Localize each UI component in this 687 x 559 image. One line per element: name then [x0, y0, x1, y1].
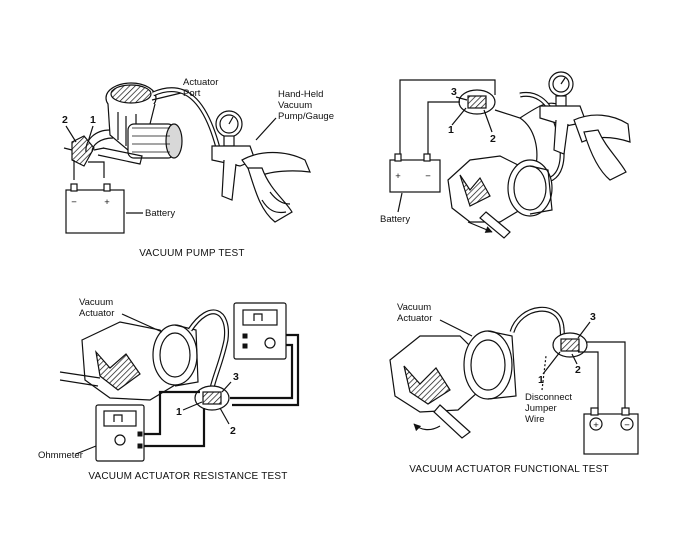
terminal-1-label: 1 [448, 124, 454, 136]
vacuum-actuator-illustration [105, 82, 183, 159]
terminal-3-label: 3 [590, 311, 596, 323]
hand-held-vacuum-pump-illustration [539, 71, 631, 181]
battery-3: + − [583, 407, 639, 455]
terminal-1-label: 1 [538, 374, 544, 386]
hand-held-vacuum-pump-illustration [211, 110, 311, 223]
terminal-3-label: 3 [451, 86, 457, 98]
battery-label: Battery [145, 208, 175, 219]
panel-resistance-test: Vacuum Actuator 3 1 2 [38, 297, 300, 482]
actuator-assembly-illustration [389, 330, 517, 439]
actuator-assembly-illustration [447, 155, 553, 239]
functional-test-caption: VACUUM ACTUATOR FUNCTIONAL TEST [409, 464, 609, 475]
actuator-assembly-illustration [59, 321, 199, 401]
panel-vacuum-pump-test: − + Battery 2 1 Actuator Port Hand-Held … [62, 77, 334, 259]
vacuum-pump-test-caption: VACUUM PUMP TEST [139, 248, 244, 259]
terminal-2-label: 2 [575, 364, 581, 376]
multimeter-top [233, 302, 287, 360]
vacuum-actuator-label-line1: Vacuum [397, 302, 431, 313]
battery-plus-symbol: + [395, 171, 401, 182]
battery-minus-symbol: − [624, 420, 630, 431]
actuator-port-label-line1: Actuator [183, 77, 218, 88]
actuator-port-label-line2: Port [183, 88, 201, 99]
pump-gauge-label-line2: Vacuum [278, 100, 312, 111]
vacuum-actuator-label-line2: Actuator [79, 308, 114, 319]
disconnect-label-line2: Jumper [525, 403, 557, 414]
battery-plus-symbol: + [593, 420, 599, 431]
disconnect-label-line3: Wire [525, 414, 545, 425]
ohmmeter [95, 404, 145, 462]
battery-plus-symbol: + [104, 197, 110, 208]
battery-label: Battery [380, 214, 410, 225]
battery-1: − + [65, 183, 125, 234]
terminal-3-label: 3 [233, 371, 239, 383]
terminal-2-label: 2 [490, 133, 496, 145]
battery-2: + − [389, 153, 441, 193]
terminal-1-label: 1 [176, 406, 182, 418]
connector-3-pin [458, 89, 496, 115]
connector-3-pin [552, 332, 588, 358]
terminal-2-label: 2 [230, 425, 236, 437]
pump-gauge-label-line3: Pump/Gauge [278, 111, 334, 122]
panel-pump-test-battery: 3 1 2 + − Battery [380, 71, 631, 239]
battery-minus-symbol: − [71, 197, 77, 208]
terminal-2-label: 2 [62, 114, 68, 126]
vacuum-actuator-label-line2: Actuator [397, 313, 432, 324]
actuator-connector [63, 135, 105, 167]
ohmmeter-label: Ohmmeter [38, 450, 83, 461]
terminal-1-label: 1 [90, 114, 96, 126]
disconnect-label-line1: Disconnect [525, 392, 572, 403]
vacuum-actuator-label-line1: Vacuum [79, 297, 113, 308]
connector-3-pin [194, 385, 230, 411]
battery-minus-symbol: − [425, 171, 431, 182]
pump-gauge-label-line1: Hand-Held [278, 89, 323, 100]
panel-functional-test: Vacuum Actuator 3 1 2 + − Disconnect Jum… [389, 302, 639, 475]
resistance-test-caption: VACUUM ACTUATOR RESISTANCE TEST [88, 471, 287, 482]
